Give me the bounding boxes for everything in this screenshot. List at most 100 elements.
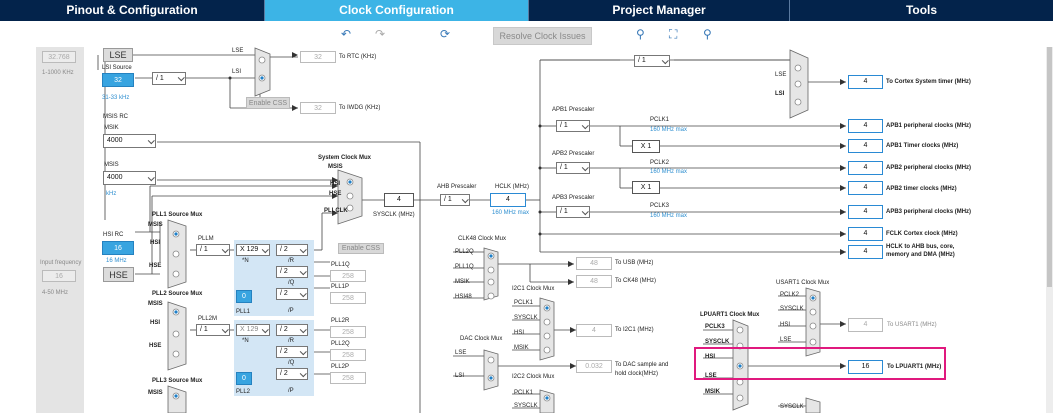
cortex-timer-value[interactable]: 4 — [848, 75, 883, 89]
sysclk-label: SYSCLK (MHz) — [373, 212, 415, 218]
hse-frequency-input[interactable]: 16 — [42, 270, 76, 282]
msis-frequency-select[interactable]: 4000 — [103, 171, 156, 185]
pclk2-label: PCLK2 — [650, 160, 670, 166]
rtc-frequency-output: 32 — [300, 51, 336, 63]
apb3-peripheral-label: APB3 peripheral clocks (MHz) — [886, 209, 972, 215]
tab-project-manager[interactable]: Project Manager — [529, 0, 790, 21]
pll1n-select[interactable]: X 129 — [236, 244, 270, 256]
usart1-frequency-value: 4 — [848, 318, 883, 332]
fclk-value[interactable]: 4 — [848, 227, 883, 241]
tab-clock-configuration[interactable]: Clock Configuration — [265, 0, 529, 21]
hclk-frequency-input[interactable]: 4 — [490, 193, 526, 207]
pll2p-label: /P — [288, 388, 294, 394]
ck48-label: To CK48 (MHz) — [615, 278, 657, 284]
apb1-timer-value[interactable]: 4 — [848, 139, 883, 153]
fit-to-screen-icon[interactable]: ⛶ — [669, 27, 678, 41]
lsi-divider-select[interactable]: / 1 — [152, 72, 186, 85]
lse-frequency-input[interactable]: 32.768 — [42, 51, 76, 63]
tab-tools[interactable]: Tools — [905, 3, 938, 17]
resolve-clock-issues-button[interactable]: Resolve Clock Issues — [493, 27, 592, 45]
fclk-label: FCLK Cortex clock (MHz) — [886, 231, 958, 237]
pll2q-select[interactable]: / 2 — [276, 346, 308, 358]
apb2-peripheral-value[interactable]: 4 — [848, 161, 883, 175]
hclk-bus-value[interactable]: 4 — [848, 245, 883, 259]
pll2m-select[interactable]: / 1 — [196, 324, 230, 336]
i2c1-frequency-value: 4 — [576, 324, 612, 337]
apb1-prescaler-select[interactable]: / 1 — [556, 120, 590, 132]
lpuart1-frequency-value[interactable]: 16 — [848, 360, 883, 374]
pll1r-select[interactable]: / 2 — [276, 244, 308, 256]
apb1-timer-multiplier: X 1 — [632, 140, 660, 153]
lpuart1-msik-label: MSIK — [705, 389, 720, 395]
clk48-hsi48-label: HSI48 — [455, 294, 472, 300]
pll1p-output-value: 258 — [330, 292, 366, 304]
hsi-rc-title: HSI RC — [103, 232, 124, 238]
hclk-max: 160 MHz max — [492, 210, 530, 216]
scrollbar-thumb[interactable] — [1047, 47, 1052, 287]
zoom-in-icon[interactable]: ⚲ — [636, 27, 645, 41]
msik-frequency-select[interactable]: 4000 — [103, 134, 156, 148]
usart1-hsi-label: HSI — [780, 322, 791, 328]
msis-unit: kHz — [106, 191, 117, 197]
apb2-timer-multiplier: X 1 — [632, 181, 660, 194]
tab-pinout-configuration[interactable]: Pinout & Configuration — [0, 0, 265, 21]
pll1p-output-label: PLL1P — [331, 284, 350, 290]
ahb-prescaler-select[interactable]: / 1 — [440, 194, 470, 206]
i2c1-label: To I2C1 (MHz) — [615, 327, 654, 333]
lpuart1-hsi-label: HSI — [705, 354, 716, 360]
i2c2-sysclk-label: SYSCLK — [514, 403, 538, 409]
pllm-label: PLLM — [198, 236, 214, 242]
cortex-timer-divider-select[interactable]: / 1 — [634, 55, 670, 67]
pll1q-select[interactable]: / 2 — [276, 266, 308, 278]
pll2-fracn-value[interactable]: 0 — [236, 372, 252, 385]
redo-icon[interactable]: ↷ — [375, 27, 386, 41]
usart2-sysclk-label: SYSCLK — [780, 404, 804, 410]
usb-label: To USB (MHz) — [615, 260, 654, 266]
pll1q-output-label: PLL1Q — [331, 262, 350, 268]
clk48-mux-title: CLK48 Clock Mux — [458, 236, 507, 242]
hsi-frequency: 16 MHz — [106, 258, 127, 264]
pllm-select[interactable]: / 1 — [196, 244, 230, 256]
apb2-timer-value[interactable]: 4 — [848, 181, 883, 195]
cortex-mux-lse-label: LSE — [775, 72, 787, 78]
enable-css-button[interactable]: Enable CSS — [338, 243, 384, 254]
rtc-mux-lse-label: LSE — [232, 48, 244, 54]
rtc-label: To RTC (KHz) — [339, 54, 377, 60]
apb3-peripheral-value[interactable]: 4 — [848, 205, 883, 219]
hse-oscillator[interactable]: HSE — [103, 267, 134, 282]
i2c1-pclk1-label: PCLK1 — [514, 300, 534, 306]
msik-label: MSIK — [104, 125, 119, 131]
msis-rc-title: MSIS RC — [103, 114, 129, 120]
lpuart1-label: To LPUART1 (MHz) — [887, 364, 942, 370]
undo-icon[interactable]: ↶ — [341, 27, 352, 41]
apb1-peripheral-value[interactable]: 4 — [848, 119, 883, 133]
zoom-out-icon[interactable]: ⚲ — [703, 27, 712, 41]
refresh-icon[interactable]: ⟳ — [440, 27, 451, 41]
hclk-bus-label-line1: HCLK to AHB bus, core, — [886, 244, 955, 250]
pll1-fracn-value[interactable]: 0 — [236, 290, 252, 303]
cortex-timer-label: To Cortex System timer (MHz) — [886, 79, 971, 85]
pll1p-select[interactable]: / 2 — [276, 288, 308, 300]
apb1-prescaler-label: APB1 Prescaler — [552, 107, 595, 113]
i2c2-mux-title: I2C2 Clock Mux — [512, 374, 555, 380]
dac-label-line2: hold clock(MHz) — [615, 371, 659, 377]
lse-oscillator[interactable]: LSE — [103, 48, 133, 62]
pll2r-select[interactable]: / 2 — [276, 324, 308, 336]
pll2p-select[interactable]: / 2 — [276, 368, 308, 380]
enable-css-rtc-button[interactable]: Enable CSS — [246, 97, 290, 109]
apb2-prescaler-select[interactable]: / 1 — [556, 162, 590, 174]
apb2-prescaler-label: APB2 Prescaler — [552, 151, 595, 157]
ck48-frequency-value: 48 — [576, 275, 612, 288]
pll2-label: PLL2 — [236, 389, 251, 395]
lpuart1-highlight-box — [694, 347, 946, 380]
sysclk-value: 4 — [384, 193, 414, 207]
lsi-source-title: LSI Source — [102, 65, 132, 71]
pclk1-label: PCLK1 — [650, 117, 670, 123]
apb2-peripheral-label: APB2 peripheral clocks (MHz) — [886, 165, 972, 171]
sysmux-hse-label: HSE — [329, 191, 342, 197]
pll2n-select[interactable]: X 129 — [236, 324, 270, 336]
lsi-range: 31-33 kHz — [102, 95, 130, 101]
apb3-prescaler-select[interactable]: / 1 — [556, 206, 590, 218]
pll2q-output-value: 258 — [330, 349, 366, 361]
sysmux-pllclk-label: PLLCLK — [324, 208, 348, 214]
